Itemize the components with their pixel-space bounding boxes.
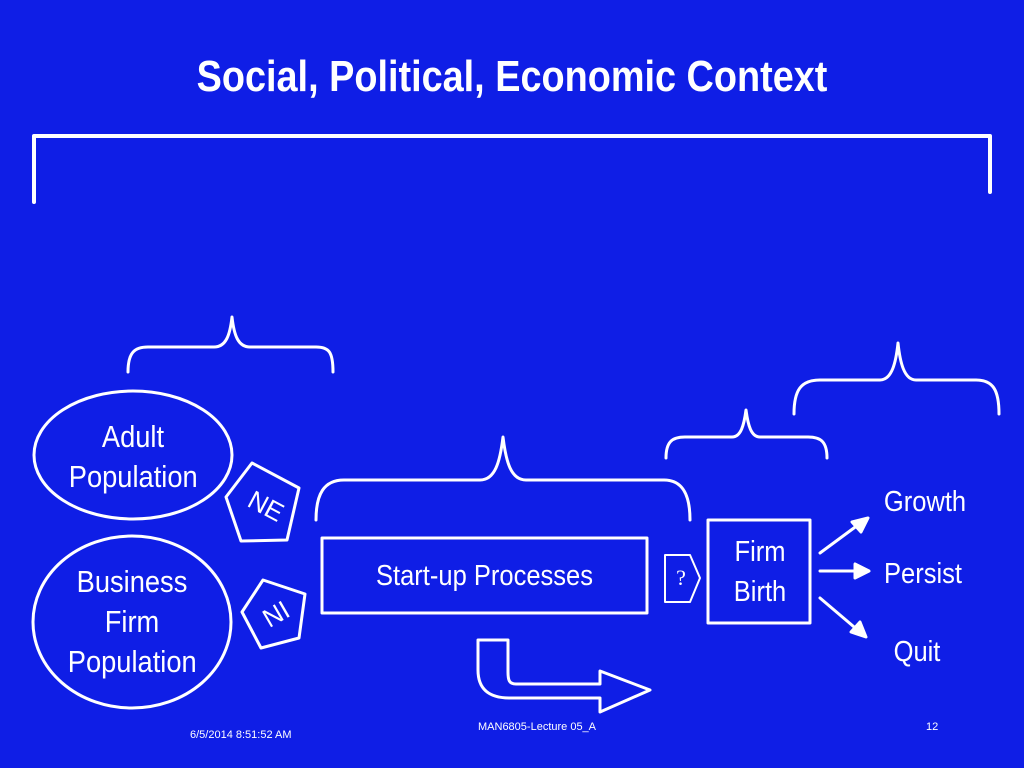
firm-birth-label: Firm Birth: [733, 536, 787, 608]
business-population-label: Business Firm Population: [67, 564, 197, 679]
growth-arrow: [818, 516, 870, 555]
footer-page-number: 12: [926, 721, 939, 733]
ne-pentagon: [224, 461, 301, 543]
bent-outline-arrow: [476, 638, 652, 714]
brace-populations: [126, 315, 335, 374]
adult-population-ellipse: [32, 389, 234, 521]
startup-box: [320, 536, 649, 615]
quit-arrow: [818, 596, 868, 639]
persist-label: Persist: [883, 558, 962, 590]
footer-lecture: MAN6805-Lecture 05_A: [478, 721, 597, 733]
firm-birth-box: [706, 518, 812, 625]
context-bracket: [32, 134, 992, 204]
adult-population-label: Adult Population: [68, 419, 198, 494]
question-label: ?: [676, 565, 686, 590]
brace-startup: [314, 435, 692, 522]
footer-date: 6/5/2014 8:51:52 AM: [190, 729, 292, 741]
growth-label: Growth: [883, 486, 967, 518]
slide-title: Social, Political, Economic Context: [196, 52, 828, 101]
startup-label: Start-up Processes: [375, 560, 594, 592]
brace-outcomes: [792, 341, 1001, 416]
quit-label: Quit: [893, 636, 941, 668]
question-marker: [664, 554, 701, 603]
persist-arrow: [818, 562, 871, 580]
business-population-ellipse: [31, 534, 233, 710]
brace-firm-birth: [664, 408, 829, 460]
ni-pentagon: [240, 578, 307, 650]
